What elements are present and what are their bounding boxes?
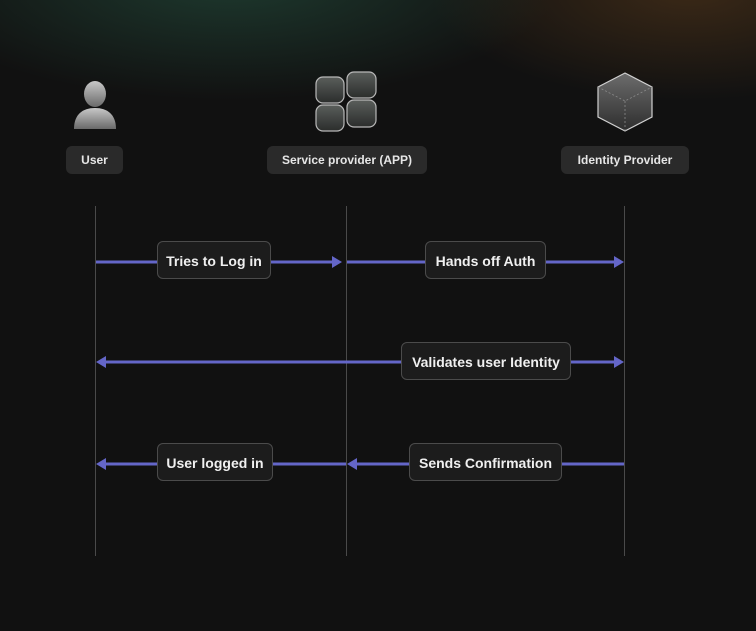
arrowhead-right [332,256,342,268]
actor-label-user: User [66,146,123,174]
message-tries-to-log-in: Tries to Log in [157,241,271,279]
app-blocks-icon [315,71,377,132]
lifeline-user [95,206,96,556]
arrowhead-left [96,356,106,368]
arrowhead-left [347,458,357,470]
user-icon [74,81,116,129]
arrowhead-right [614,256,624,268]
message-validates-user-identity: Validates user Identity [401,342,571,380]
cube-icon [597,72,653,132]
actor-label-idp: Identity Provider [561,146,689,174]
lifeline-app [346,206,347,556]
arrowhead-right [614,356,624,368]
message-sends-confirmation: Sends Confirmation [409,443,562,481]
arrowhead-left [96,458,106,470]
message-hands-off-auth: Hands off Auth [425,241,546,279]
lifeline-idp [624,206,625,556]
message-user-logged-in: User logged in [157,443,273,481]
actor-label-app: Service provider (APP) [267,146,427,174]
